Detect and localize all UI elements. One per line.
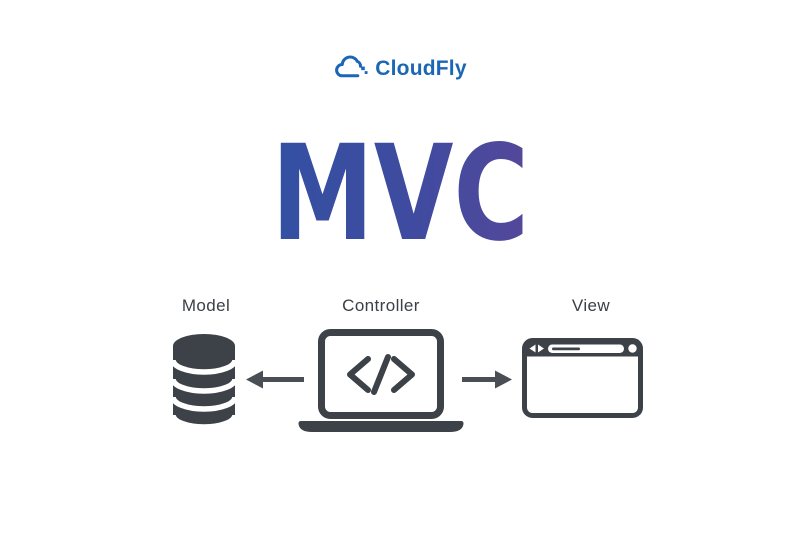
title-wrap: MVC xyxy=(0,128,800,260)
laptop-code-icon xyxy=(298,329,464,432)
cloud-pixel-icon xyxy=(335,55,368,78)
page-title: MVC xyxy=(271,117,529,271)
arrow-right-icon xyxy=(462,370,512,389)
database-icon xyxy=(173,334,235,428)
cloudfly-logo: CloudFly xyxy=(0,55,800,82)
controller-label: Controller xyxy=(342,296,420,315)
logo-text: CloudFly xyxy=(375,56,467,80)
view-label: View xyxy=(571,296,611,315)
arrow-left-icon xyxy=(246,370,304,389)
model-label: Model xyxy=(181,296,231,315)
browser-window-icon xyxy=(522,338,643,418)
